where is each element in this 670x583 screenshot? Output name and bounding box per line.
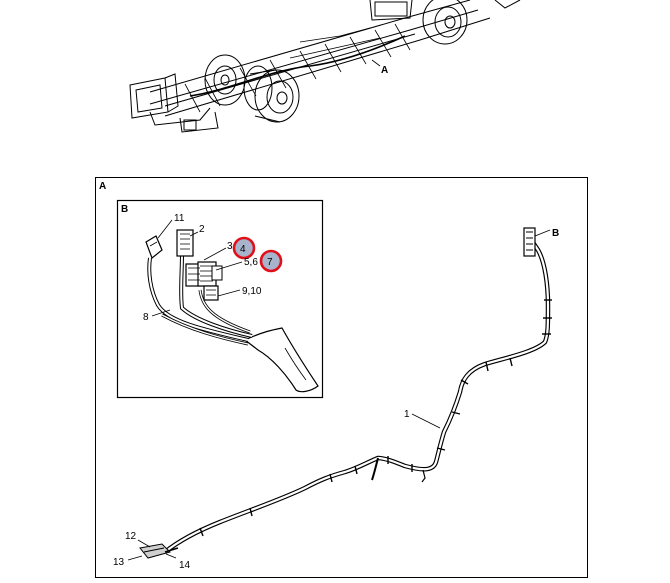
conduit [243, 327, 319, 393]
chassis-illustration [129, 0, 521, 133]
harness-branch [371, 457, 379, 481]
callout-12: 12 [125, 531, 137, 542]
chassis-callout-a: A [381, 65, 388, 76]
connector-2 [176, 229, 194, 257]
detail-b-leaders [151, 219, 243, 317]
chassis-harness-route [189, 35, 406, 97]
harness-callout-leader [411, 413, 441, 429]
callout-13: 13 [113, 557, 125, 568]
callout-4: 4 [240, 244, 246, 255]
callout-7-highlight [259, 249, 283, 273]
callout-8: 8 [143, 312, 149, 323]
callout-5-6: 5,6 [244, 257, 258, 268]
callout-a-leader [371, 59, 381, 67]
harness-clips [199, 299, 552, 537]
harness-outline-inner [164, 237, 550, 553]
connector-b-label: B [552, 228, 559, 239]
front-wheel [369, 0, 521, 45]
harness-callout-1: 1 [404, 409, 410, 420]
connector-11 [145, 235, 163, 259]
detail-b-connectors [145, 229, 223, 301]
connector-b [523, 227, 551, 257]
callout-3: 3 [227, 241, 233, 252]
callout-2: 2 [199, 224, 205, 235]
detail-b-label: B [121, 204, 128, 215]
callout-11: 11 [174, 213, 185, 224]
detail-b-harness [147, 253, 319, 393]
callout-4-highlight [232, 236, 256, 260]
detail-a-label: A [99, 181, 106, 192]
chassis-rear-bumper [129, 73, 219, 133]
callout-9-10: 9,10 [242, 286, 262, 297]
connector-9-10 [203, 285, 219, 301]
main-harness [163, 236, 552, 554]
callout-14: 14 [179, 560, 191, 571]
callout-7: 7 [267, 257, 273, 268]
bottom-connector [127, 539, 179, 561]
chassis-frame-rails [149, 0, 491, 117]
rear-wheel-set [204, 54, 300, 123]
